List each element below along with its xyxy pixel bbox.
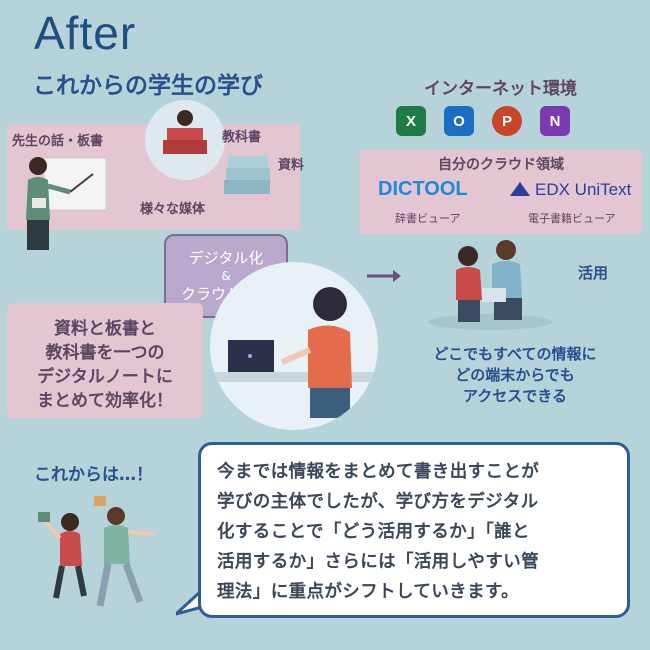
message-line1: 今までは情報をまとめて書き出すことが [217,462,540,482]
page-subtitle: これからの学生の学び [33,73,263,99]
future-label: これからは…！ [34,465,153,485]
edx-caption: 電子書籍ビューア [528,212,616,225]
message-line4: 活用するか」さらには「活用しやすい管 [217,552,540,572]
note-line2: 教科書を一つの [45,343,165,363]
access-line1: どこでもすべての情報に [433,345,597,363]
office-apps-row: X O P N [396,106,570,136]
digital-note-box: 資料と板書と 教科書を一つの デジタルノートに まとめて効率化！ [7,303,203,418]
cloud-area-box [360,150,642,234]
onenote-icon[interactable]: N [540,106,570,136]
bubble-line1: デジタル化 [188,249,264,267]
documents-stack-icon [222,150,274,198]
message-line5: 理法」に重点がシフトしていきます。 [217,582,520,602]
future-message-box: 今までは情報をまとめて書き出すことが 学びの主体でしたが、学び方をデジタル 化す… [198,442,630,618]
outlook-icon[interactable]: O [444,106,474,136]
edx-logo[interactable]: EDX UniText [535,180,632,199]
access-line2: どの端末からでも [455,366,575,384]
note-line1: 資料と板書と [54,319,156,339]
excel-icon[interactable]: X [396,106,426,136]
page-title: After [34,7,137,59]
edx-book-icon [508,178,532,200]
usage-label: 活用 [578,264,609,282]
internet-title: インターネット環境 [424,79,577,99]
textbook-label: 教科書 [222,130,262,145]
powerpoint-icon[interactable]: P [492,106,522,136]
arrow-right-icon [367,268,401,282]
access-text: どこでもすべての情報に どの端末からでも アクセスできる [380,344,650,407]
cloud-title: 自分のクラウド領域 [438,157,564,173]
teacher-illustration [18,150,110,255]
student-laptop-circle [210,262,378,430]
note-line4: まとめて効率化！ [37,391,173,411]
jumping-students-illustration [30,490,170,630]
access-line3: アクセスできる [463,387,567,405]
media-label: 様々な媒体 [140,202,206,217]
bubble-line2: & [221,269,231,283]
students-sharing-illustration [420,236,560,332]
teacher-label: 先生の話・板書 [12,134,104,149]
materials-label: 資料 [278,158,305,173]
dictool-logo[interactable]: DICTOOL [378,178,468,200]
message-line3: 化することで「どう活用するか」「誰と [217,522,530,542]
note-line3: デジタルノートに [37,367,173,387]
dictool-caption: 辞書ビューア [395,212,461,225]
media-circle [145,100,225,180]
message-line2: 学びの主体でしたが、学び方をデジタル [217,492,539,512]
